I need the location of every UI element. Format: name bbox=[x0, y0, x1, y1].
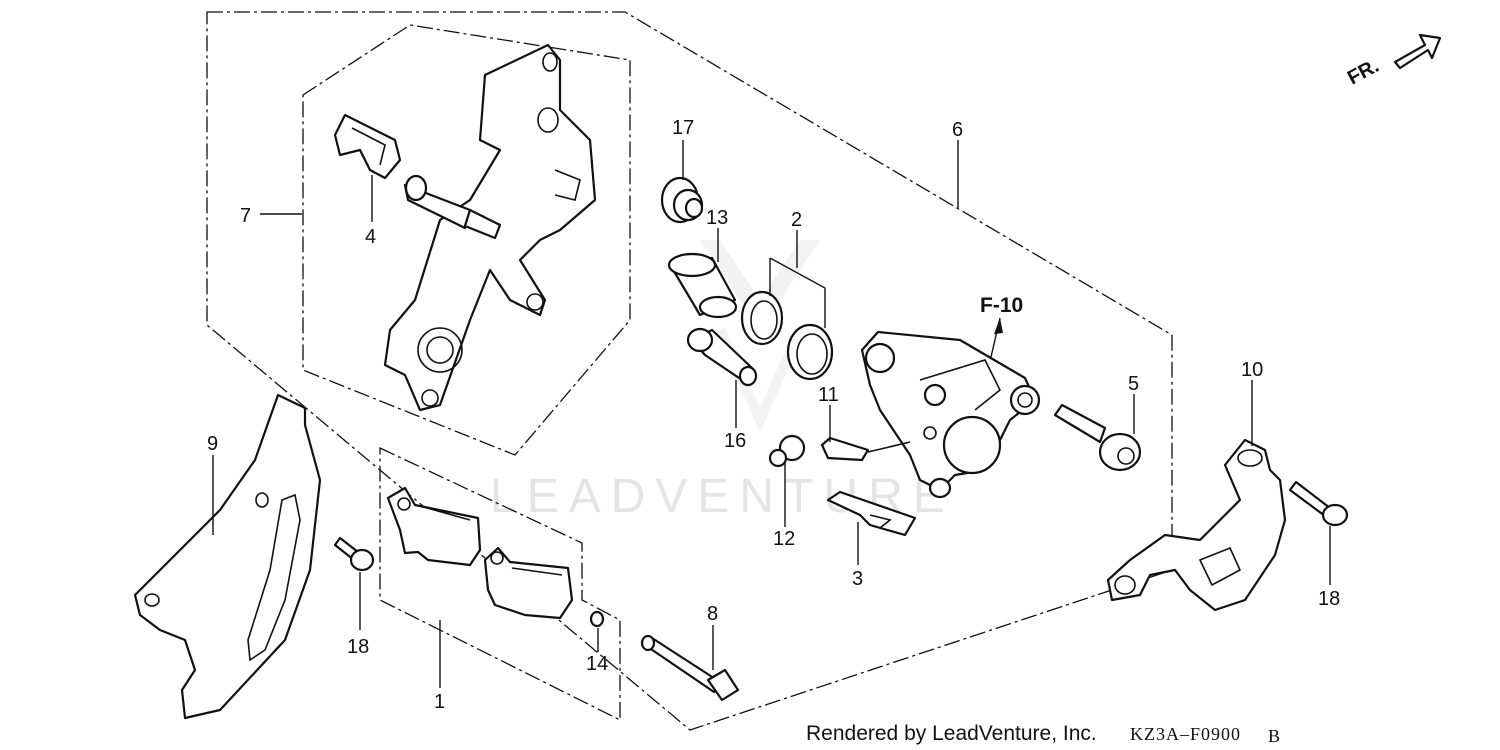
section-reference-arrowhead bbox=[994, 318, 1003, 334]
callout-8: 8 bbox=[707, 603, 718, 625]
callout-4: 4 bbox=[365, 226, 376, 248]
callout-labels: 7 4 17 13 2 6 5 10 11 12 3 16 9 18 18 1 … bbox=[207, 117, 1340, 713]
callout-10: 10 bbox=[1241, 359, 1263, 381]
pad-set-boundary bbox=[379, 446, 621, 722]
part-18-bolt-right bbox=[1288, 480, 1349, 527]
callout-6: 6 bbox=[952, 119, 963, 141]
callout-leaders bbox=[212, 140, 1331, 688]
callout-3: 3 bbox=[852, 568, 863, 590]
front-arrow-icon bbox=[1393, 33, 1442, 70]
footer-revision: B bbox=[1268, 726, 1281, 746]
part-11-bleed-valve bbox=[820, 436, 911, 462]
callout-14: 14 bbox=[586, 653, 608, 675]
callout-13: 13 bbox=[706, 207, 728, 229]
callout-5: 5 bbox=[1128, 373, 1139, 395]
callout-11: 11 bbox=[818, 384, 839, 406]
caliper-assembly-boundary bbox=[206, 11, 1173, 731]
callout-18-right: 18 bbox=[1318, 588, 1340, 610]
part-2-piston-seals bbox=[740, 290, 834, 381]
callout-9: 9 bbox=[207, 433, 218, 455]
footer-credit: Rendered by LeadVenture, Inc. bbox=[806, 722, 1097, 745]
part-16-pin-bolt bbox=[686, 327, 758, 387]
part-10-guard-bracket bbox=[1106, 438, 1287, 612]
part-17-boot bbox=[660, 176, 704, 224]
part-18-bolt-left bbox=[333, 536, 375, 572]
callout-7: 7 bbox=[240, 205, 251, 227]
callout-18-left: 18 bbox=[347, 636, 369, 658]
part-5-caliper-pin bbox=[1053, 403, 1142, 472]
section-reference: F-10 bbox=[980, 294, 1023, 317]
part-1-brake-pads bbox=[386, 486, 574, 620]
callout-17: 17 bbox=[672, 117, 694, 139]
front-direction-indicator: FR. bbox=[1344, 33, 1442, 90]
callout-2: 2 bbox=[791, 209, 802, 231]
part-8-hanger-pin bbox=[640, 634, 740, 702]
footer-diagram-code: KZ3A–F0900 bbox=[1130, 724, 1241, 744]
front-label: FR. bbox=[1344, 55, 1383, 90]
callout-16: 16 bbox=[724, 430, 746, 452]
part-12-bleed-cap bbox=[768, 434, 806, 468]
part-7-caliper-bracket bbox=[383, 43, 597, 412]
part-3-pad-retainer bbox=[826, 490, 917, 537]
part-6-caliper-body bbox=[860, 330, 1041, 499]
callout-1: 1 bbox=[434, 691, 445, 713]
part-4-pad-spring bbox=[333, 113, 402, 180]
part-13-piston bbox=[667, 252, 738, 319]
callout-12: 12 bbox=[773, 528, 795, 550]
part-14-clip bbox=[589, 610, 605, 628]
part-9-disc-guard bbox=[133, 393, 322, 720]
